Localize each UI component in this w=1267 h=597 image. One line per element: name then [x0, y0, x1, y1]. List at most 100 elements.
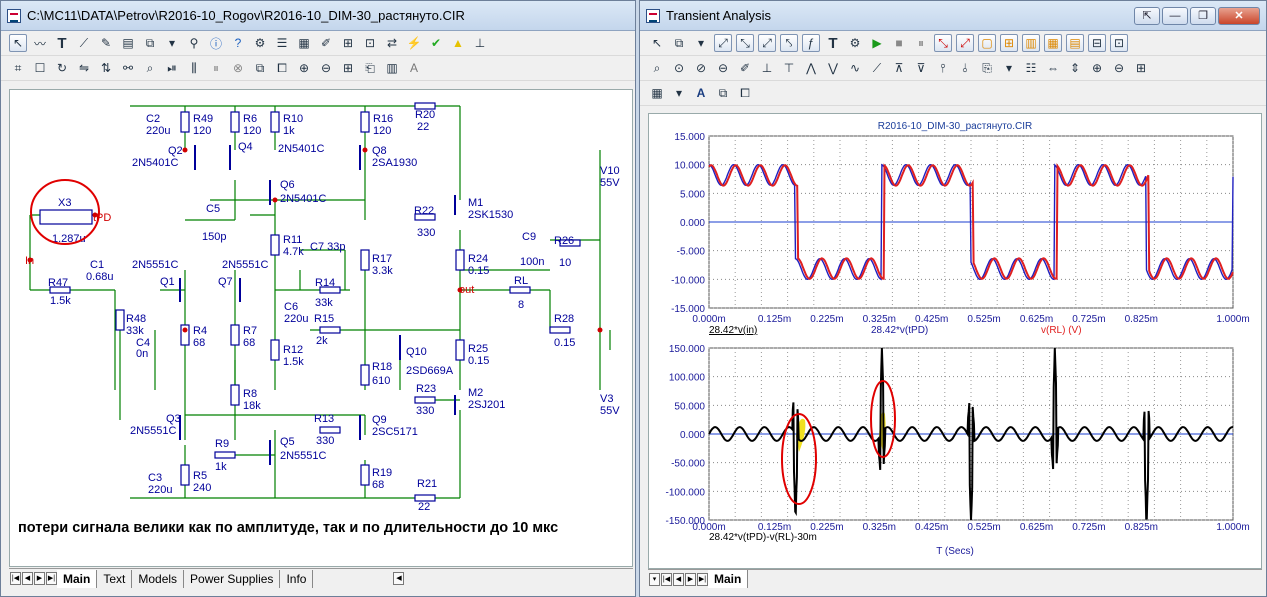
fit-v-icon[interactable]: ⇕: [1069, 61, 1081, 75]
font-icon[interactable]: A: [696, 86, 706, 100]
cursor2-icon[interactable]: ⤢: [956, 34, 974, 52]
zoom-in-icon[interactable]: ⊕: [1091, 61, 1103, 75]
align-icon[interactable]: ⫼: [191, 60, 197, 75]
text-tool-icon[interactable]: T: [828, 34, 838, 52]
tab-first-icon[interactable]: |◀: [661, 572, 672, 586]
text-tool-icon[interactable]: T: [57, 34, 67, 52]
tab-main[interactable]: Main: [708, 570, 749, 588]
node-numbers-icon[interactable]: ⊞: [342, 36, 354, 50]
tab-models[interactable]: Models: [132, 569, 185, 588]
list-icon[interactable]: ☰: [276, 36, 288, 50]
function-icon[interactable]: ƒ: [802, 34, 820, 52]
step-icon[interactable]: ⏯: [167, 60, 177, 75]
clear-icon[interactable]: ⊖: [717, 61, 729, 75]
global-low-icon[interactable]: ⊽: [916, 61, 926, 75]
scale-y-icon[interactable]: ⤢: [758, 34, 776, 52]
select-arrow-icon[interactable]: ↖: [9, 34, 27, 52]
wire-icon[interactable]: 〰: [33, 36, 46, 51]
slope-icon[interactable]: ⟋: [872, 60, 882, 75]
pin-icon[interactable]: ⊥: [474, 36, 486, 50]
minimize-button[interactable]: —: [1162, 7, 1188, 25]
node-voltages-icon[interactable]: ⊡: [364, 36, 376, 50]
tab-text[interactable]: Text: [97, 569, 133, 588]
top-icon[interactable]: ⫯: [940, 60, 946, 75]
split-h-icon[interactable]: ⊟: [1088, 34, 1106, 52]
grid-icon[interactable]: ⊞: [1000, 34, 1018, 52]
bottom-icon[interactable]: ⫰: [962, 60, 968, 75]
warning-icon[interactable]: ▲: [452, 36, 464, 50]
table-icon[interactable]: ▦: [298, 36, 310, 50]
rotate-icon[interactable]: ↻: [56, 61, 68, 75]
restore-small-button[interactable]: ⇱: [1134, 7, 1160, 25]
tab-last-icon[interactable]: ▶|: [46, 572, 57, 585]
global-high-icon[interactable]: ⊼: [894, 61, 904, 75]
zoom-in-icon[interactable]: ⊕: [298, 61, 310, 75]
help-icon[interactable]: ?: [234, 36, 242, 50]
cursor-icon[interactable]: ⤡: [934, 34, 952, 52]
clipboard-icon[interactable]: ⎗: [365, 60, 375, 75]
pan-icon[interactable]: ⊙: [673, 61, 685, 75]
scale-auto-icon[interactable]: ⤣: [780, 34, 798, 52]
line-tool-icon[interactable]: ⟋: [79, 35, 89, 50]
properties-icon[interactable]: ⚙: [849, 36, 861, 50]
zoom-region-icon[interactable]: ⌕: [653, 60, 661, 75]
font-icon[interactable]: A: [409, 61, 418, 75]
layout-icon[interactable]: ▦: [651, 86, 663, 100]
high-icon[interactable]: ⋀: [806, 61, 816, 75]
check-icon[interactable]: ✔: [430, 36, 442, 50]
tile2-icon[interactable]: ▦: [1044, 34, 1062, 52]
label-icon[interactable]: ⎘: [982, 60, 992, 75]
dropdown-icon[interactable]: ▾: [168, 36, 176, 50]
copy-icon[interactable]: ⧉: [255, 60, 265, 75]
hscroll-left-icon[interactable]: ◀: [393, 572, 405, 585]
component-icon[interactable]: ⧉: [145, 35, 155, 50]
stop-icon[interactable]: ⏸: [212, 60, 219, 75]
split-v-icon[interactable]: ⊡: [1110, 34, 1128, 52]
peak-icon[interactable]: ⊥: [761, 61, 773, 75]
run-icon[interactable]: ▶: [872, 36, 882, 50]
tile-icon[interactable]: ▥: [1022, 34, 1040, 52]
mirror-icon[interactable]: ⇅: [100, 61, 112, 75]
probe-icon[interactable]: ⚲: [189, 36, 199, 50]
grid-icon[interactable]: ▤: [122, 36, 134, 50]
scale-x-icon[interactable]: ⤡: [736, 34, 754, 52]
tab-next-icon[interactable]: ▶: [685, 572, 696, 586]
table-icon[interactable]: ☷: [1025, 61, 1037, 75]
box-icon[interactable]: ☐: [34, 61, 46, 75]
scale-icon[interactable]: ⤢: [714, 34, 732, 52]
inflect-icon[interactable]: ∿: [849, 61, 861, 75]
maximize-button[interactable]: ❐: [1190, 7, 1216, 25]
dropdown-icon[interactable]: ▾: [675, 86, 683, 100]
paste-icon[interactable]: ⧠: [277, 60, 287, 75]
info-icon[interactable]: ⓘ: [209, 36, 222, 51]
tab-prev-icon[interactable]: ◀: [22, 572, 33, 585]
tile3-icon[interactable]: ▤: [1066, 34, 1084, 52]
properties2-icon[interactable]: ✐: [739, 61, 751, 75]
stop-icon[interactable]: ■: [895, 36, 903, 50]
low-icon[interactable]: ⋁: [828, 61, 838, 75]
paste-icon[interactable]: ⧠: [740, 85, 750, 100]
close-button[interactable]: ✕: [1218, 7, 1260, 25]
dropdown-icon[interactable]: ▾: [697, 36, 705, 50]
tab-next-icon[interactable]: ▶: [34, 572, 45, 585]
valley-icon[interactable]: ⊤: [783, 61, 795, 75]
flip-icon[interactable]: ⇋: [78, 61, 90, 75]
zoom-fit-icon[interactable]: ⊞: [342, 61, 354, 75]
select-region-icon[interactable]: ⌗: [14, 60, 22, 75]
tab-power-supplies[interactable]: Power Supplies: [184, 569, 281, 588]
tab-dropdown-icon[interactable]: ▾: [649, 572, 660, 586]
zoom-fit-icon[interactable]: ⊞: [1135, 61, 1147, 75]
pause-icon[interactable]: ⏸: [917, 35, 924, 50]
layout-icon[interactable]: ▥: [386, 61, 398, 75]
find-icon[interactable]: ⌕: [146, 60, 154, 75]
page-icon[interactable]: ▢: [978, 34, 996, 52]
zoom-out-icon[interactable]: ⊖: [1113, 61, 1125, 75]
zoom-out-icon[interactable]: ⊖: [320, 61, 332, 75]
edit-icon[interactable]: ✐: [320, 36, 332, 50]
tab-info[interactable]: Info: [280, 569, 314, 588]
attribute-icon[interactable]: ⚙: [254, 36, 266, 50]
tab-main[interactable]: Main: [57, 569, 98, 588]
pencil-icon[interactable]: ✎: [100, 36, 112, 50]
